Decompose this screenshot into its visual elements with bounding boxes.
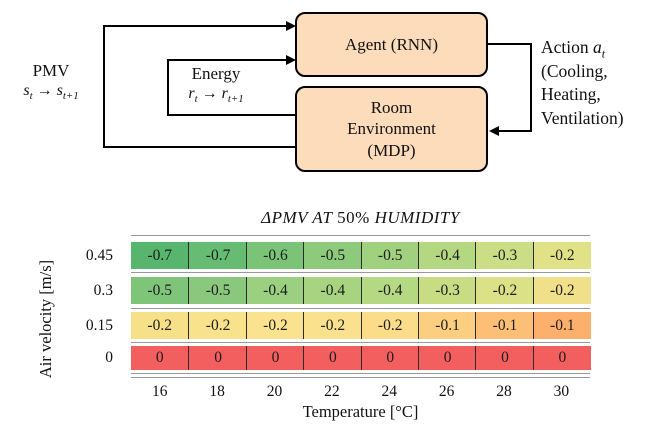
heatmap-cell: 0 — [303, 346, 362, 370]
heatmap-cell: -0.2 — [303, 312, 362, 339]
arrowhead-into-room — [489, 126, 499, 136]
heatmap-col-label: 22 — [324, 383, 340, 400]
heatmap-title: ΔPMV AT 50% HUMIDITY — [261, 208, 460, 227]
heatmap-rule-mid — [131, 342, 590, 343]
action-loop-top-line — [488, 43, 532, 45]
heatmap-rule-bottom — [131, 373, 590, 374]
heatmap-row-label: 0.15 — [85, 317, 113, 334]
action-loop-vertical-line — [530, 43, 532, 132]
heatmap-col-label: 24 — [381, 383, 397, 400]
heatmap-cell: -0.5 — [188, 277, 247, 304]
pmv-state-label: PMV st → st+1 — [6, 61, 96, 103]
heatmap-row: -0.7-0.7-0.6-0.5-0.5-0.4-0.3-0.2 — [131, 241, 591, 269]
energy-loop-bottom-line — [167, 114, 295, 116]
heatmap-row-label: 0.3 — [93, 282, 113, 299]
heatmap-cell: -0.2 — [360, 312, 419, 339]
heatmap-row: -0.2-0.2-0.2-0.2-0.2-0.1-0.1-0.1 — [131, 312, 591, 339]
heatmap-col-label: 30 — [553, 383, 570, 400]
pmv-transition: st → st+1 — [23, 82, 79, 103]
action-loop-bottom-line — [498, 130, 532, 132]
heatmap-cell: 0 — [532, 346, 591, 370]
heatmap-xlabel: Temperature [°C] — [302, 402, 419, 421]
action-label-line4: Ventilation) — [541, 107, 624, 128]
heatmap-cell: -0.5 — [131, 277, 189, 304]
heatmap-cell: 0 — [188, 346, 247, 370]
action-label-line2: (Cooling, — [541, 60, 608, 81]
pmv-loop-bottom-line — [103, 146, 295, 148]
heatmap-cell: 0 — [475, 346, 534, 370]
heatmap-cell: -0.4 — [245, 277, 305, 304]
heatmap-cell: -0.3 — [475, 241, 534, 269]
pmv-loop-vertical-line — [103, 25, 105, 148]
heatmap-cell: -0.2 — [131, 312, 189, 339]
heatmap-row: -0.5-0.5-0.4-0.4-0.4-0.3-0.2-0.2 — [131, 277, 591, 304]
heatmap-cell: -0.7 — [131, 241, 189, 269]
pmv-label-name: PMV — [32, 61, 70, 80]
heatmap-cell: 0 — [417, 346, 477, 370]
heatmap-col-label: 20 — [266, 383, 283, 400]
heatmap-rule-bottom — [131, 377, 590, 378]
heatmap-cell: -0.5 — [303, 241, 362, 269]
heatmap-col-label: 28 — [496, 383, 512, 400]
heatmap-cell: -0.4 — [360, 277, 419, 304]
heatmap-col-label: 26 — [438, 383, 455, 400]
action-label: Action at (Cooling, Heating, Ventilation… — [541, 36, 663, 130]
heatmap-col-label: 16 — [151, 383, 168, 400]
heatmap-cell: -0.1 — [475, 312, 534, 339]
heatmap-col-label: 18 — [209, 383, 225, 400]
action-label-line3: Heating, — [541, 84, 601, 104]
room-box-line: Room — [370, 97, 413, 117]
agent-box-label: Agent (RNN) — [344, 34, 438, 54]
heatmap-cell: -0.2 — [532, 277, 591, 304]
arrowhead-into-agent-top — [286, 21, 296, 31]
heatmap-rule-top — [131, 235, 590, 236]
heatmap-row-label: 0.45 — [85, 246, 113, 264]
heatmap-cell: -0.2 — [532, 241, 591, 269]
heatmap-cell: -0.1 — [532, 312, 591, 339]
heatmap-cell: -0.1 — [417, 312, 477, 339]
heatmap-cell: 0 — [360, 346, 419, 370]
agent-box: Agent (RNN) — [295, 12, 488, 77]
heatmap-rule-mid — [131, 272, 590, 273]
room-box-line: Environment — [347, 119, 436, 139]
heatmap-cell: -0.2 — [188, 312, 247, 339]
heatmap-cell: -0.4 — [417, 241, 477, 269]
energy-transition: rt → rt+1 — [188, 85, 244, 106]
heatmap-cell: -0.4 — [303, 277, 362, 304]
arrowhead-into-agent-energy — [286, 55, 296, 65]
heatmap-cell: 0 — [131, 346, 189, 370]
energy-reward-label: Energy rt → rt+1 — [171, 64, 261, 106]
energy-loop-top-line — [167, 59, 287, 61]
heatmap-cell: -0.6 — [245, 241, 305, 269]
room-environment-box: Room Environment (MDP) — [295, 86, 488, 172]
heatmap-cell: -0.7 — [188, 241, 247, 269]
heatmap-row-label: 0 — [105, 349, 113, 366]
heatmap-cell: 0 — [245, 346, 305, 370]
pmv-loop-top-line — [103, 25, 287, 27]
heatmap-cell: -0.5 — [360, 241, 419, 269]
heatmap-cell: -0.2 — [475, 277, 534, 304]
heatmap-cell: -0.2 — [245, 312, 305, 339]
action-label-line1: Action at — [541, 37, 606, 61]
heatmap-cell: -0.3 — [417, 277, 477, 304]
room-box-line: (MDP) — [367, 140, 416, 160]
energy-loop-vertical-line — [167, 59, 169, 116]
heatmap-rule-mid — [131, 308, 590, 309]
heatmap-ylabel: Air velocity [m/s] — [36, 259, 55, 379]
energy-label-name: Energy — [191, 64, 241, 83]
